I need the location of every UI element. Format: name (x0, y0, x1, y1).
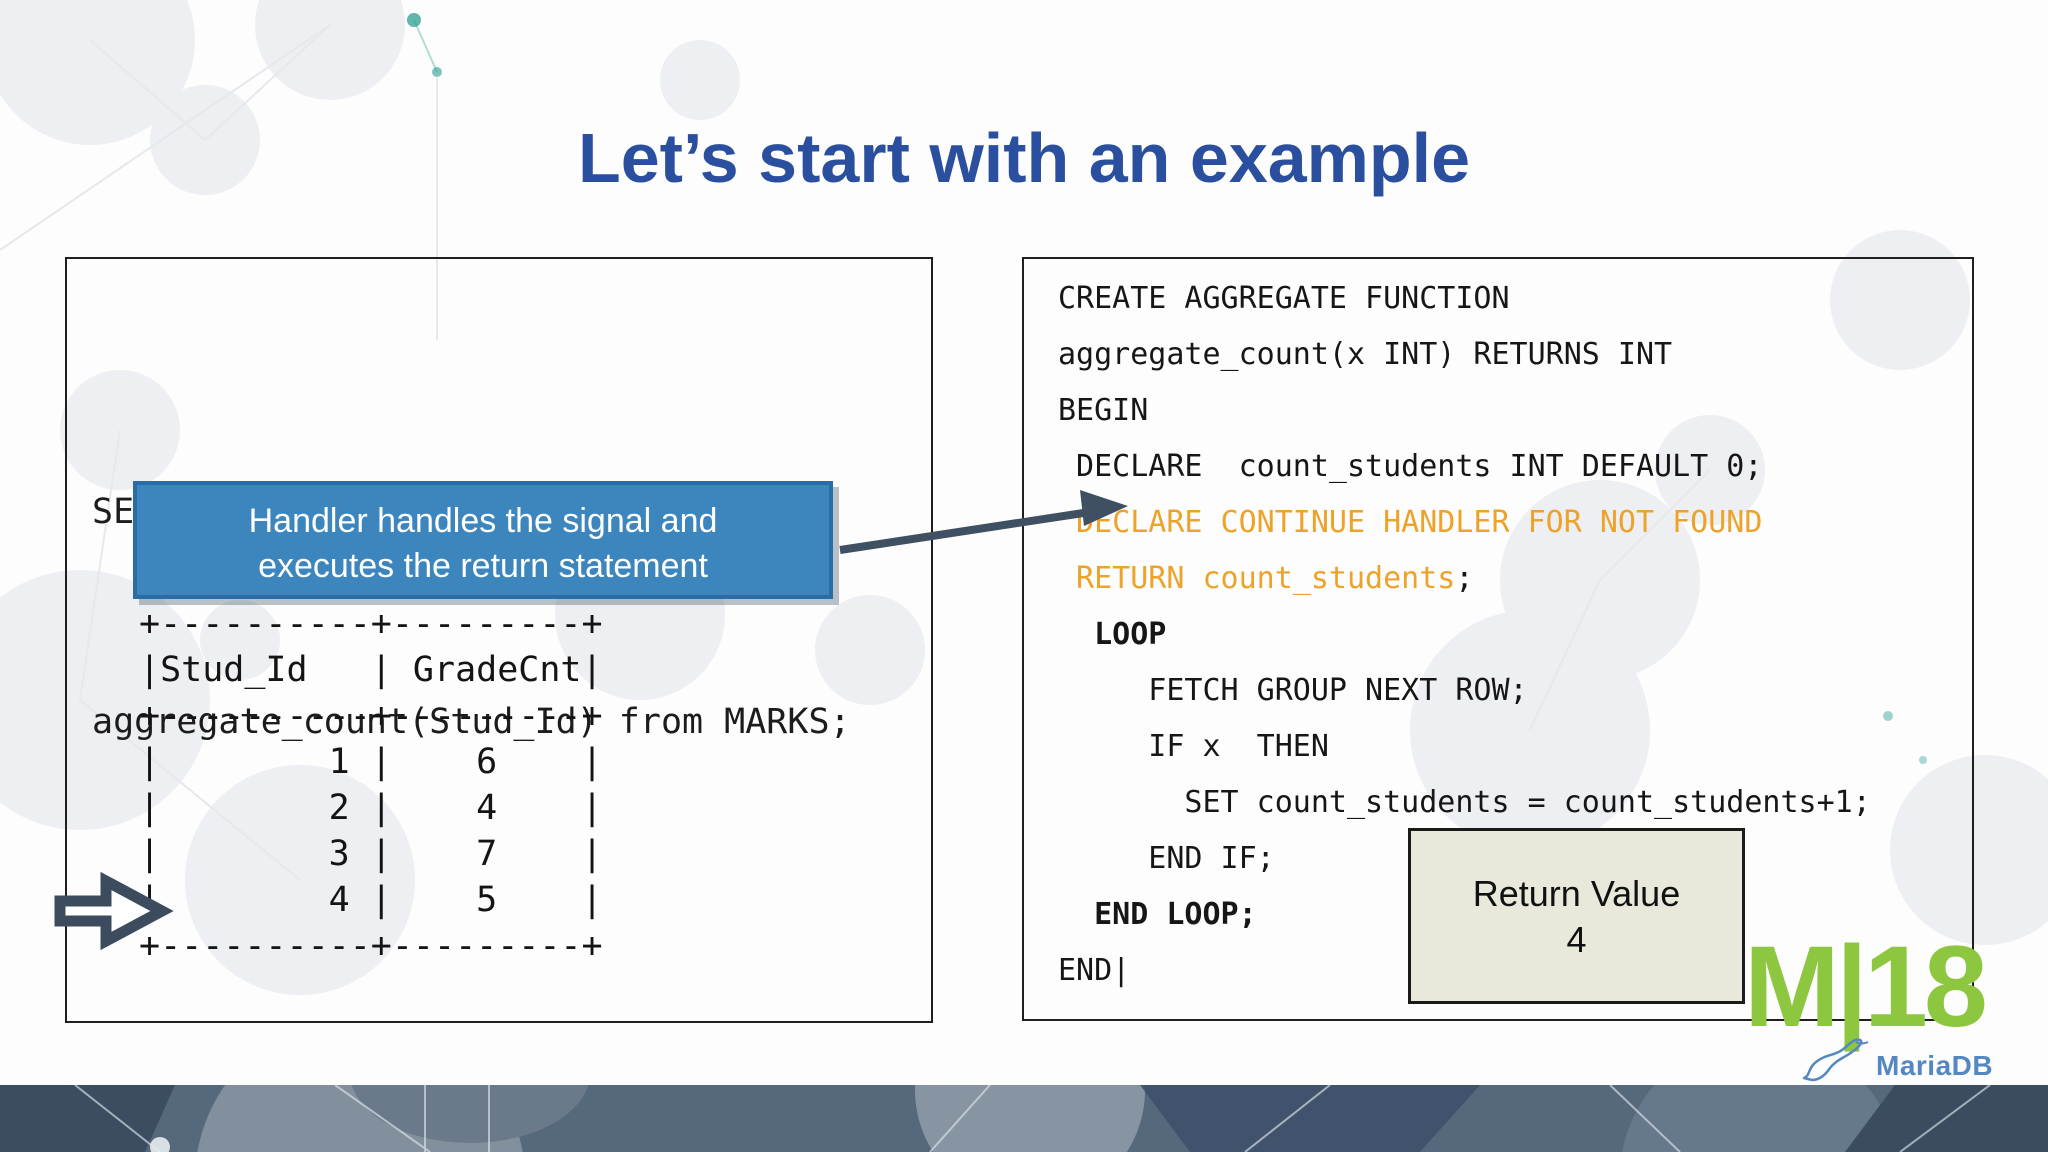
callout-text-line: executes the return statement (258, 547, 708, 585)
code-line: FETCH GROUP NEXT ROW; (1058, 673, 1528, 708)
code-line-plain-part: ; (1455, 561, 1474, 596)
handler-callout: Handler handles the signal and executes … (133, 481, 833, 599)
query-panel: SELECT aggregate_count(Stud_Id) from MAR… (65, 257, 933, 1023)
return-value-number: 4 (1566, 919, 1587, 960)
return-value-label: Return Value (1472, 873, 1681, 914)
row-pointer-arrow-icon (54, 871, 174, 951)
code-line: DECLARE count_students INT DEFAULT 0; (1058, 449, 1763, 484)
code-line-highlighted: DECLARE CONTINUE HANDLER FOR NOT FOUND (1058, 505, 1763, 540)
mariadb-brand-text: MariaDB (1876, 1050, 1994, 1081)
code-line: aggregate_count(x INT) RETURNS INT (1058, 337, 1673, 372)
code-line-highlighted: RETURN count_students; (1058, 551, 1871, 607)
code-line: SET count_students = count_students+1; (1058, 785, 1871, 820)
code-line: BEGIN (1058, 393, 1149, 428)
code-line-orange-part: RETURN count_students (1058, 561, 1456, 596)
slide-title: Let’s start with an example (577, 119, 1471, 197)
callout-text-line: Handler handles the signal and (248, 502, 718, 540)
return-value-box: Return Value 4 (1408, 828, 1745, 1004)
result-table: +----------+---------+ |Stud_Id | GradeC… (139, 604, 603, 966)
code-line: IF x THEN (1058, 729, 1329, 764)
query-line: aggregate_count(Stud_Id) from MARKS; (92, 702, 851, 742)
m18-logo: M|18 MariaDB (1744, 923, 1993, 1082)
footer-pattern (0, 1085, 2048, 1152)
mariadb-brand: MariaDB (1800, 1034, 1993, 1082)
teal-network-dots (407, 13, 1927, 764)
function-code-block: CREATE AGGREGATE FUNCTION aggregate_coun… (1058, 271, 1871, 999)
code-line: END LOOP; (1058, 897, 1257, 932)
footer-band (0, 1085, 2048, 1152)
code-line: END IF; (1058, 841, 1275, 876)
mariadb-seal-icon (1802, 1038, 1869, 1082)
code-line: LOOP (1058, 617, 1167, 652)
function-panel: CREATE AGGREGATE FUNCTION aggregate_coun… (1022, 257, 1974, 1021)
callout-connector-arrow-icon (839, 490, 1128, 554)
code-line: CREATE AGGREGATE FUNCTION (1058, 281, 1510, 316)
m18-logo-text: M|18 (1744, 923, 1988, 1051)
select-query-code: SELECT aggregate_count(Stud_Id) from MAR… (92, 337, 851, 897)
code-line: END| (1058, 953, 1131, 988)
